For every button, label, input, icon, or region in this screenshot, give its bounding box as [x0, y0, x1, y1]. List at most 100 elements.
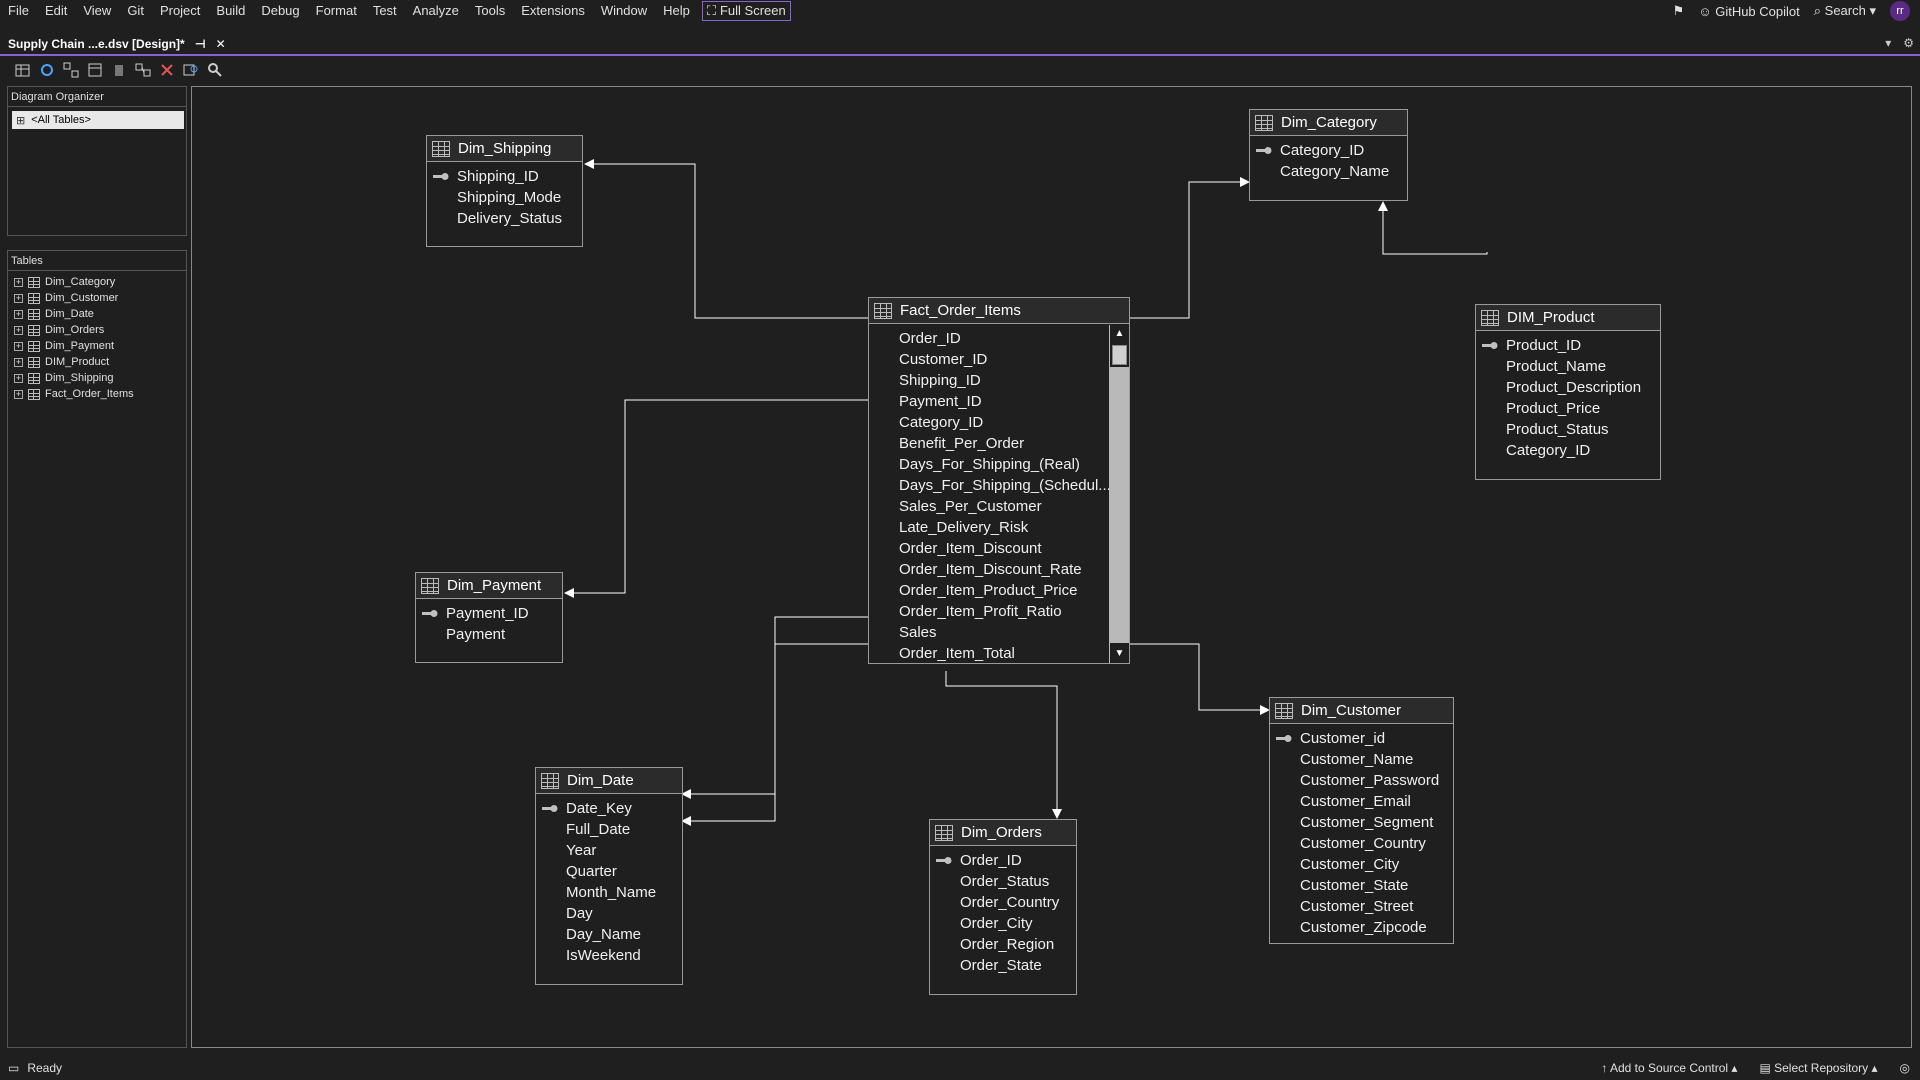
menu-project[interactable]: Project [159, 3, 201, 18]
menu-edit[interactable]: Edit [44, 3, 68, 18]
column-row[interactable]: Day_Name [536, 924, 682, 945]
expand-icon[interactable]: + [14, 292, 23, 303]
column-row[interactable]: Order_Item_Product_Price [869, 580, 1109, 601]
column-row[interactable]: Payment_ID [416, 603, 562, 624]
new-relationship-icon[interactable] [134, 61, 152, 79]
delete-table-icon[interactable] [110, 61, 128, 79]
column-row[interactable]: IsWeekend [536, 945, 682, 966]
feedback-icon[interactable]: ⚑ [1672, 3, 1685, 18]
column-row[interactable]: Order_Item_Discount [869, 538, 1109, 559]
tree-item-dim-category[interactable]: +Dim_Category [8, 274, 186, 290]
column-row[interactable]: Month_Name [536, 882, 682, 903]
add-table-icon[interactable] [14, 61, 32, 79]
tree-item-dim-product[interactable]: +DIM_Product [8, 354, 186, 370]
add-to-source-control-button[interactable]: ↑ Add to Source Control ▴ [1601, 1061, 1738, 1075]
select-repository-button[interactable]: ▤ Select Repository ▴ [1759, 1061, 1878, 1075]
expand-icon[interactable]: + [14, 340, 23, 351]
diagram-all-tables-item[interactable]: ⊞ <All Tables> [12, 111, 184, 129]
menu-build[interactable]: Build [216, 3, 246, 18]
column-row[interactable]: Order_City [930, 913, 1076, 934]
column-row[interactable]: Order_State [930, 955, 1076, 976]
expand-icon[interactable]: + [14, 388, 23, 399]
column-row[interactable]: Order_Item_Total [869, 643, 1109, 664]
table-dim-product[interactable]: DIM_Product Product_ID Product_Name Prod… [1475, 304, 1661, 480]
column-row[interactable]: Order_ID [930, 850, 1076, 871]
column-row[interactable]: Customer_Country [1270, 833, 1453, 854]
column-row[interactable]: Customer_ID [869, 349, 1109, 370]
column-row[interactable]: Customer_Email [1270, 791, 1453, 812]
scroll-up-arrow-icon[interactable]: ▲ [1114, 328, 1125, 339]
table-dim-customer[interactable]: Dim_Customer Customer_id Customer_Name C… [1269, 697, 1454, 944]
column-row[interactable]: Customer_State [1270, 875, 1453, 896]
column-row[interactable]: Order_Region [930, 934, 1076, 955]
tree-item-fact-order-items[interactable]: +Fact_Order_Items [8, 386, 186, 402]
table-header[interactable]: Dim_Payment [416, 573, 562, 599]
search-button[interactable]: ⌕ Search ▾ [1813, 3, 1876, 18]
column-row[interactable]: Days_For_Shipping_(Real) [869, 454, 1109, 475]
pin-icon[interactable]: ⊣ [194, 37, 206, 51]
table-fact-order-items[interactable]: Fact_Order_Items Order_ID Customer_ID Sh… [868, 297, 1130, 664]
table-dim-category[interactable]: Dim_Category Category_ID Category_Name [1249, 109, 1408, 201]
column-row[interactable]: Date_Key [536, 798, 682, 819]
column-row[interactable]: Product_ID [1476, 335, 1660, 356]
column-row[interactable]: Days_For_Shipping_(Schedul... [869, 475, 1109, 496]
column-row[interactable]: Payment_ID [869, 391, 1109, 412]
table-header[interactable]: Dim_Category [1250, 110, 1407, 136]
menu-tools[interactable]: Tools [474, 3, 506, 18]
column-row[interactable]: Category_Name [1250, 161, 1407, 182]
column-row[interactable]: Quarter [536, 861, 682, 882]
settings-gear-icon[interactable]: ⚙ [1903, 36, 1914, 50]
menu-debug[interactable]: Debug [261, 3, 300, 18]
table-header[interactable]: Dim_Date [536, 768, 682, 794]
find-table-icon[interactable] [182, 61, 200, 79]
table-dim-payment[interactable]: Dim_Payment Payment_ID Payment [415, 572, 563, 663]
column-row[interactable]: Category_ID [1250, 140, 1407, 161]
column-row[interactable]: Order_Item_Discount_Rate [869, 559, 1109, 580]
avatar[interactable]: rr [1890, 1, 1910, 21]
column-row[interactable]: Sales [869, 622, 1109, 643]
tree-item-dim-orders[interactable]: +Dim_Orders [8, 322, 186, 338]
refresh-icon[interactable] [38, 61, 56, 79]
column-row[interactable]: Customer_Segment [1270, 812, 1453, 833]
column-row[interactable]: Day [536, 903, 682, 924]
column-row[interactable]: Full_Date [536, 819, 682, 840]
table-dim-shipping[interactable]: Dim_Shipping Shipping_ID Shipping_Mode D… [426, 135, 583, 247]
expand-icon[interactable]: + [14, 324, 23, 335]
column-row[interactable]: Product_Description [1476, 377, 1660, 398]
menu-test[interactable]: Test [372, 3, 397, 18]
column-row[interactable]: Product_Price [1476, 398, 1660, 419]
column-row[interactable]: Category_ID [1476, 440, 1660, 461]
expand-icon[interactable]: + [14, 276, 23, 287]
table-header[interactable]: Dim_Shipping [427, 136, 582, 162]
tab-dropdown-icon[interactable]: ▾ [1885, 36, 1892, 50]
copilot-button[interactable]: ☺ GitHub Copilot [1698, 3, 1800, 19]
column-row[interactable]: Product_Status [1476, 419, 1660, 440]
tree-item-dim-shipping[interactable]: +Dim_Shipping [8, 370, 186, 386]
menu-view[interactable]: View [83, 3, 112, 18]
column-row[interactable]: Order_Country [930, 892, 1076, 913]
column-row[interactable]: Customer_City [1270, 854, 1453, 875]
column-row[interactable]: Customer_id [1270, 728, 1453, 749]
column-row[interactable]: Category_ID [869, 412, 1109, 433]
column-row[interactable]: Delivery_Status [427, 208, 582, 229]
column-row[interactable]: Product_Name [1476, 356, 1660, 377]
notifications-icon[interactable]: ◎ [1899, 1061, 1910, 1075]
columns-scrollbar[interactable]: ▲ ▼ [1109, 325, 1129, 663]
menu-extensions[interactable]: Extensions [521, 3, 585, 18]
zoom-icon[interactable] [206, 61, 224, 79]
menu-window[interactable]: Window [600, 3, 648, 18]
table-dim-date[interactable]: Dim_Date Date_Key Full_Date Year Quarter… [535, 767, 683, 985]
menu-help[interactable]: Help [663, 3, 690, 18]
table-header[interactable]: DIM_Product [1476, 305, 1660, 331]
scroll-track[interactable] [1110, 367, 1129, 643]
menu-git[interactable]: Git [127, 3, 144, 18]
close-icon[interactable]: ✕ [215, 37, 226, 51]
menu-file[interactable]: File [8, 3, 29, 18]
table-header[interactable]: Dim_Orders [930, 820, 1076, 846]
column-row[interactable]: Customer_Street [1270, 896, 1453, 917]
tree-item-dim-payment[interactable]: +Dim_Payment [8, 338, 186, 354]
column-row[interactable]: Shipping_Mode [427, 187, 582, 208]
tree-item-dim-date[interactable]: +Dim_Date [8, 306, 186, 322]
column-row[interactable]: Benefit_Per_Order [869, 433, 1109, 454]
menu-format[interactable]: Format [315, 3, 357, 18]
